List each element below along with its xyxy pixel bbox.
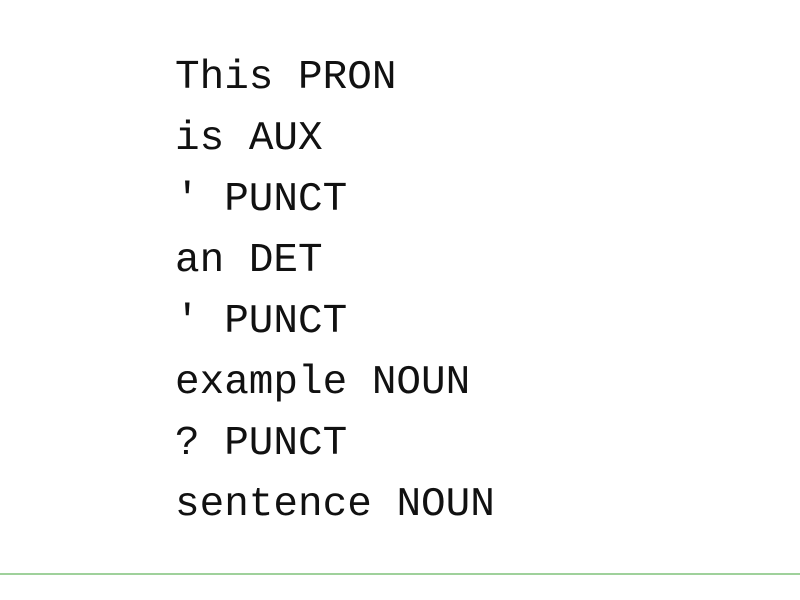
token-pos-tag: AUX: [248, 116, 323, 162]
token-line: ? PUNCT: [175, 414, 495, 475]
cell-divider: [0, 573, 800, 575]
token-text: ': [175, 177, 200, 223]
pos-tag-output: This PRON is AUX ' PUNCT an DET ' PUNCT examp…: [175, 48, 495, 536]
token-line: is AUX: [175, 109, 495, 170]
token-text: This: [175, 55, 274, 101]
token-line: This PRON: [175, 48, 495, 109]
token-pos-tag: PUNCT: [224, 299, 348, 345]
token-text: an: [175, 238, 225, 284]
token-pos-tag: NOUN: [371, 360, 471, 406]
token-pos-tag: DET: [248, 238, 323, 284]
token-line: ' PUNCT: [175, 170, 495, 231]
token-text: is: [175, 116, 225, 162]
token-pos-tag: PUNCT: [224, 421, 348, 467]
token-text: ?: [175, 421, 200, 467]
token-line: example NOUN: [175, 353, 495, 414]
token-text: example: [175, 360, 348, 406]
token-pos-tag: PRON: [298, 55, 397, 101]
token-text: ': [175, 299, 200, 345]
token-line: ' PUNCT: [175, 292, 495, 353]
token-text: sentence: [175, 482, 372, 528]
token-line: an DET: [175, 231, 495, 292]
token-pos-tag: NOUN: [396, 482, 495, 528]
token-pos-tag: PUNCT: [224, 177, 348, 223]
token-line: sentence NOUN: [175, 475, 495, 536]
